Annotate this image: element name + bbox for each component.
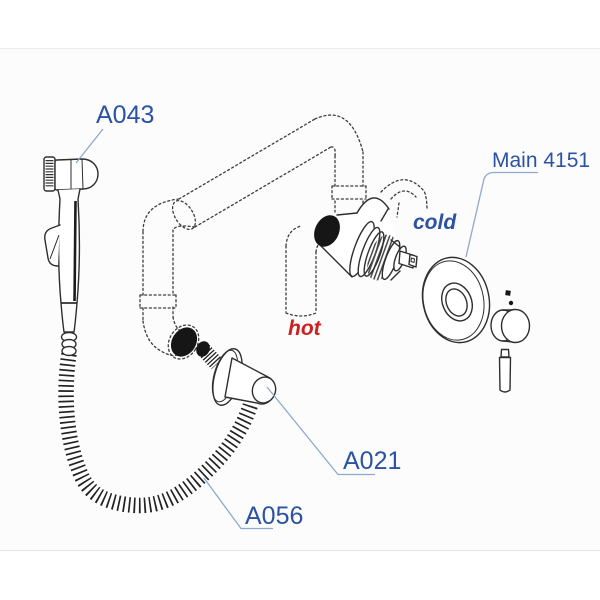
leader-a021	[266, 386, 375, 476]
escutcheon-plate	[421, 256, 491, 344]
leader-lines	[75, 128, 538, 530]
mixer-valve	[314, 197, 418, 284]
cold-pipe-dashed	[380, 179, 428, 218]
label-main-unit: Main 4151	[492, 149, 591, 172]
hot-pipe-dashed	[285, 225, 324, 317]
label-hot: hot	[288, 317, 321, 340]
handle-lever	[498, 348, 512, 393]
flexible-hose	[57, 345, 260, 514]
label-sprayer: A043	[96, 101, 155, 129]
label-hose: A056	[245, 502, 304, 530]
label-outlet: A021	[343, 447, 402, 475]
leader-main4151	[465, 171, 538, 258]
leader-a056	[203, 477, 273, 530]
wall-pipe-end	[170, 327, 198, 357]
label-cold: cold	[413, 211, 457, 234]
leader-a043	[75, 128, 104, 164]
handle-knob	[490, 290, 531, 344]
wall-outlet	[196, 341, 277, 406]
hand-sprayer	[43, 156, 99, 357]
wall-pipe-dashed	[139, 114, 367, 360]
